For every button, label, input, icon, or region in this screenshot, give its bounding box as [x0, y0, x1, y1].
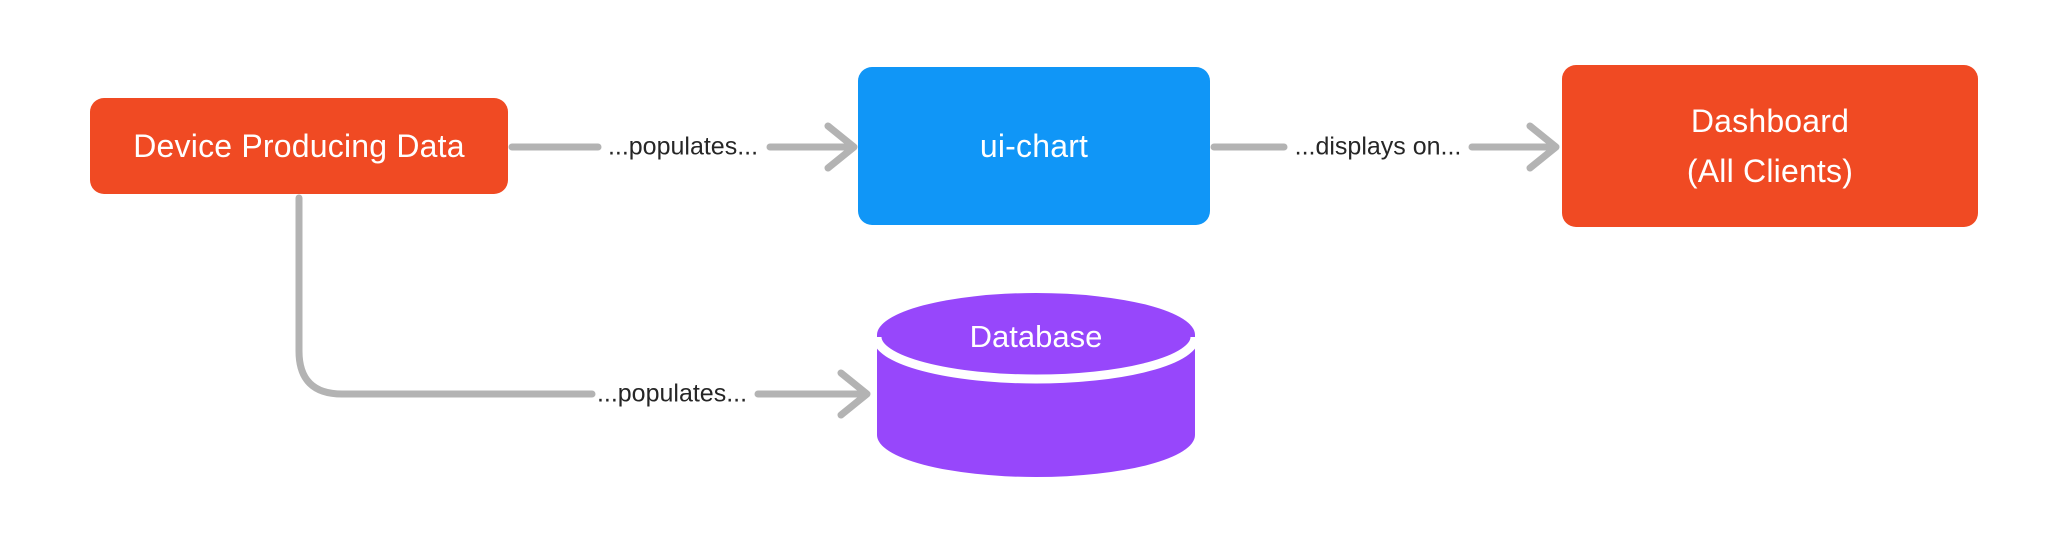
node-ui-chart-label: ui-chart — [979, 127, 1089, 164]
node-dashboard-label-line2: (All Clients) — [1686, 153, 1854, 189]
edge-label-populates-bottom: ...populates... — [596, 379, 748, 408]
edge-label-populates-top: ...populates... — [607, 132, 759, 161]
edge-device-to-uichart — [508, 122, 858, 172]
node-dashboard-label-line1: Dashboard — [1690, 103, 1850, 139]
edge-uichart-to-dashboard — [1210, 122, 1560, 172]
edge-label-displays-on: ...displays on... — [1294, 132, 1462, 161]
node-device-producing-data: Device Producing Data — [90, 98, 508, 194]
database-cylinder-separator — [872, 336, 1200, 384]
arrowhead-icon — [837, 369, 871, 419]
node-database — [872, 293, 1200, 477]
node-database-label: Database — [969, 319, 1103, 354]
database-cylinder-shape — [877, 293, 1195, 477]
edge-device-to-database — [295, 194, 871, 419]
arrowhead-icon — [824, 122, 858, 172]
node-dashboard: Dashboard (All Clients) — [1562, 65, 1978, 227]
arrowhead-icon — [1526, 122, 1560, 172]
node-ui-chart: ui-chart — [858, 67, 1210, 225]
node-device-label: Device Producing Data — [133, 127, 465, 164]
edge-line-segment — [295, 194, 596, 398]
